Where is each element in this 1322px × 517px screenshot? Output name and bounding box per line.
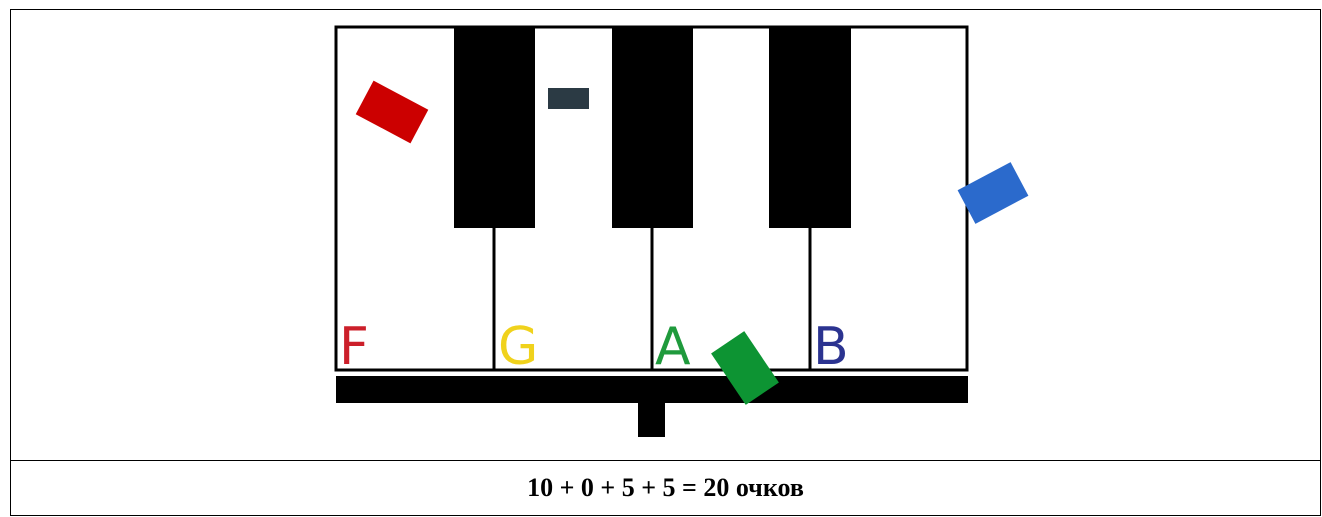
game-frame: [10, 9, 1321, 516]
note-label-a: A: [655, 317, 691, 377]
score-divider: [10, 460, 1321, 461]
green-block[interactable]: [711, 331, 779, 405]
piano-stand-bar: [336, 376, 968, 403]
score-text: 10 + 0 + 5 + 5 = 20 очков: [527, 473, 804, 502]
note-label-b: B: [813, 317, 849, 377]
black-key-1[interactable]: [454, 27, 535, 228]
black-key-2[interactable]: [612, 27, 693, 228]
red-block[interactable]: [355, 80, 429, 144]
piano-stand-leg: [638, 403, 665, 437]
dark-block[interactable]: [548, 88, 589, 109]
note-label-f: F: [339, 317, 369, 377]
black-key-3[interactable]: [769, 27, 851, 228]
piano-board: F G A B: [334, 25, 1029, 437]
blue-block[interactable]: [957, 162, 1029, 224]
note-label-g: G: [498, 317, 538, 377]
